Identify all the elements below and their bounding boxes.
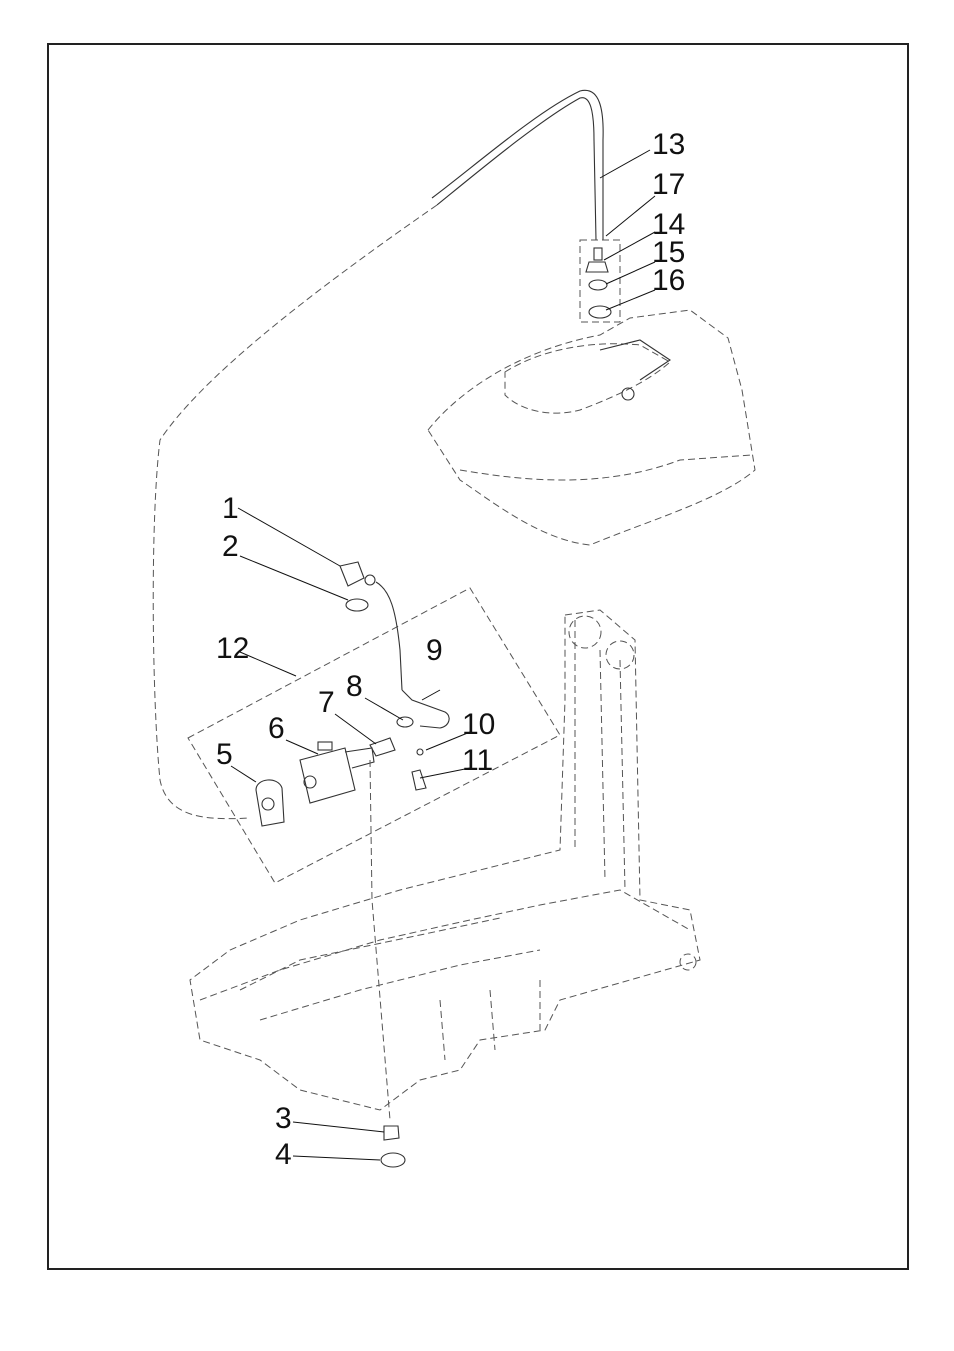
tube-13 (437, 98, 596, 240)
callout-10: 10 (462, 708, 495, 741)
connector-7 (370, 738, 395, 756)
washer-2 (346, 599, 368, 611)
fitting-group-box (580, 240, 620, 322)
nut-4 (381, 1153, 405, 1167)
hose-route-line (153, 205, 437, 819)
callout-6: 6 (268, 712, 285, 745)
callout-17: 17 (652, 168, 685, 201)
chassis-phantom (190, 610, 700, 1110)
nut-16 (589, 306, 611, 318)
callout-13: 13 (652, 128, 685, 161)
washer-15 (589, 280, 607, 290)
callout-7: 7 (318, 686, 335, 719)
callout-5: 5 (216, 738, 233, 771)
tank-phantom (428, 310, 755, 545)
screw-10 (417, 749, 423, 755)
callout-11: 11 (462, 744, 493, 777)
ring-8 (397, 717, 413, 727)
callout-2: 2 (222, 530, 239, 563)
tube-13-inner (432, 90, 603, 240)
callout-1: 1 (222, 492, 239, 525)
callout-16: 16 (652, 264, 685, 297)
bracket-5 (256, 780, 284, 826)
fitting-3 (384, 1126, 399, 1140)
callout-9: 9 (426, 634, 443, 667)
callout-4: 4 (275, 1138, 292, 1171)
callout-8: 8 (346, 670, 363, 703)
bracket-5-hole (262, 798, 274, 810)
clip-11 (412, 770, 426, 790)
callout-3: 3 (275, 1102, 292, 1135)
tube-9 (402, 690, 449, 728)
leader-lines (231, 150, 655, 1160)
callout-12: 12 (216, 632, 249, 665)
